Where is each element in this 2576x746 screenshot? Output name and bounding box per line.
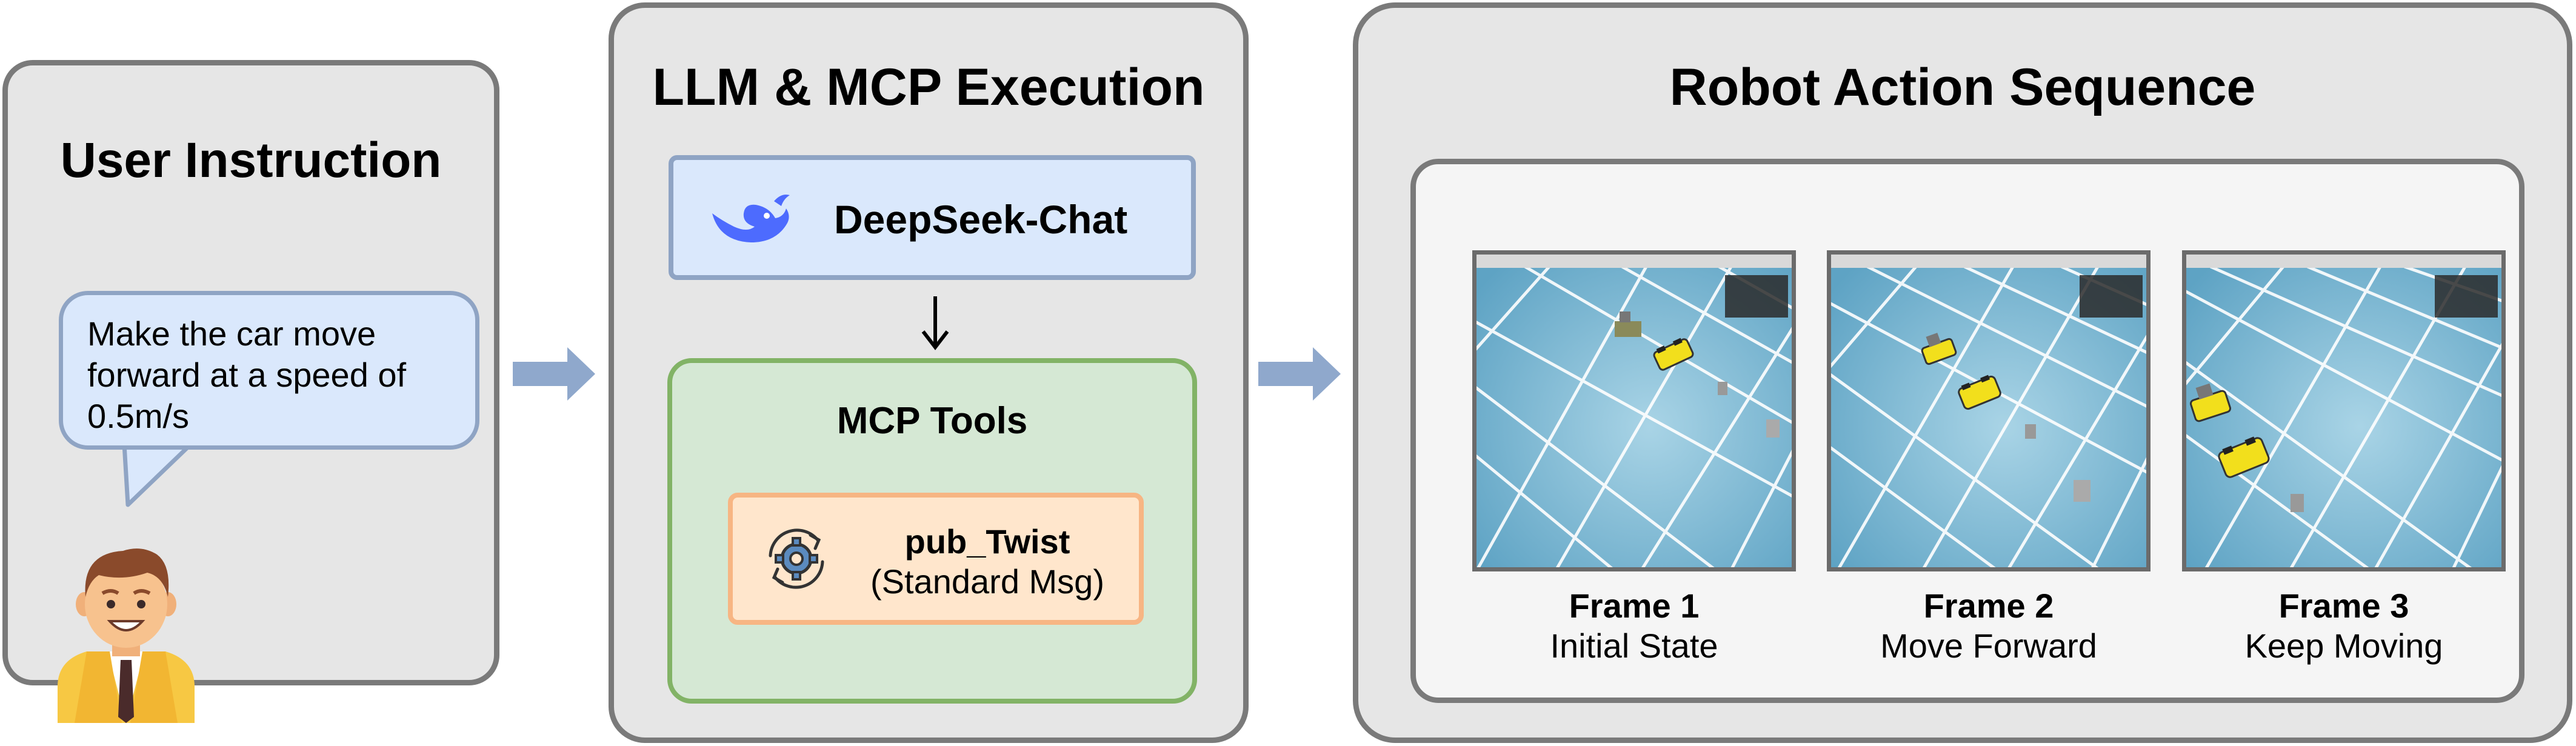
frame-3-caption: Keep Moving <box>2244 627 2443 665</box>
mcp-tools-title: MCP Tools <box>836 400 1028 442</box>
user-avatar-icon <box>58 548 195 723</box>
robot-action-panel: Robot Action Sequence <box>1353 2 2572 743</box>
tool-card-pub-twist: pub_Twist (Standard Msg) <box>728 493 1144 625</box>
user-instruction-title: User Instruction <box>60 133 442 188</box>
robot-action-title: Robot Action Sequence <box>1669 58 2256 116</box>
frame-2-caption: Move Forward <box>1880 627 2097 665</box>
simulation-frame-2 <box>1827 250 2151 571</box>
mcp-tools-box: MCP Tools <box>667 358 1197 704</box>
tool-name: pub_Twist <box>904 522 1070 561</box>
frames-container: Frame 1 Initial State Frame 2 Move Forwa… <box>1410 159 2524 703</box>
down-arrow <box>921 296 949 350</box>
llm-mcp-panel: LLM & MCP Execution DeepSeek-Chat MCP To… <box>609 2 1249 743</box>
model-box: DeepSeek-Chat <box>669 155 1196 280</box>
instruction-speech-bubble: Make the car move forward at a speed of … <box>59 291 479 450</box>
frame-3-label: Frame 3 Keep Moving <box>2162 586 2526 666</box>
llm-mcp-title: LLM & MCP Execution <box>652 58 1205 116</box>
tool-type: (Standard Msg) <box>870 562 1104 601</box>
model-name: DeepSeek-Chat <box>834 197 1128 242</box>
frame-1-title: Frame 1 <box>1569 587 1700 625</box>
speech-bubble-tail <box>122 437 193 507</box>
simulation-frame-1 <box>1472 250 1796 571</box>
frame-1-label: Frame 1 Initial State <box>1452 586 1816 666</box>
frame-2-label: Frame 2 Move Forward <box>1807 586 2171 666</box>
user-instruction-panel: User Instruction Make the car move forwa… <box>2 60 499 723</box>
simulation-frame-3 <box>2182 250 2506 571</box>
flow-arrow-2 <box>1258 347 1341 401</box>
frame-1-caption: Initial State <box>1550 627 1718 665</box>
deepseek-whale-icon <box>712 195 790 242</box>
gear-cycle-icon <box>769 528 824 589</box>
frame-3-title: Frame 3 <box>2278 587 2409 625</box>
flow-arrow-1 <box>513 347 595 401</box>
frame-2-title: Frame 2 <box>1923 587 2054 625</box>
